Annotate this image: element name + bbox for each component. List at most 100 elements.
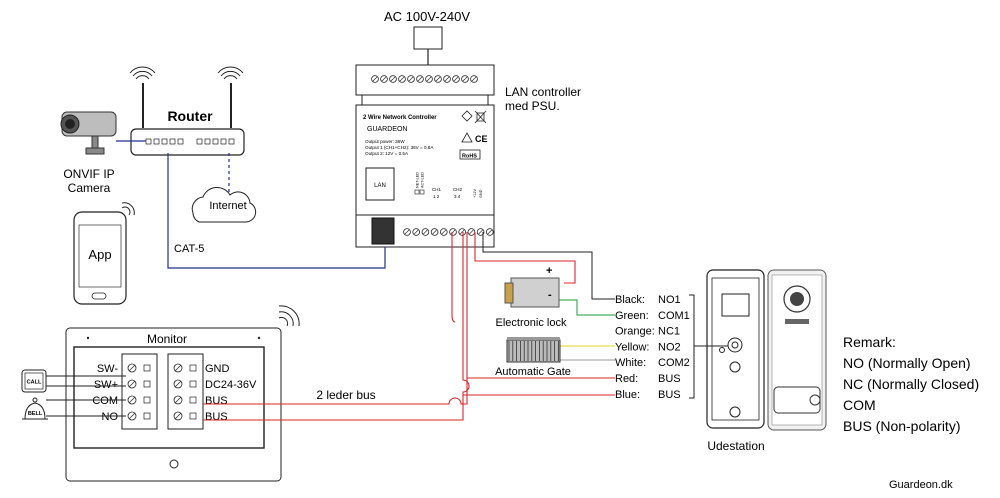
lock-plus: +: [546, 265, 552, 277]
ch1-label: CH1: [432, 187, 441, 192]
router-port: [220, 138, 227, 145]
router-port: [169, 138, 176, 145]
router-port: [212, 138, 219, 145]
remark-title: Remark:: [843, 334, 896, 350]
net-led-label: NET-LED: [416, 172, 420, 188]
wifi-signal-icon: [129, 66, 244, 80]
wifi-signal-icon: [278, 305, 300, 327]
controller-spec-2: Output 1 (CH1+CH2): 36V = 0.8A: [365, 145, 434, 150]
wire-color-label: Yellow:: [615, 341, 649, 353]
wire-color-label: Red:: [615, 373, 638, 385]
lan-port-label: LAN: [374, 183, 386, 189]
controller-brand: GUARDEON: [367, 126, 407, 133]
remark-box: Remark: NO (Normally Open) NC (Normally …: [843, 334, 979, 434]
wire-terminal-label: COM1: [658, 310, 690, 322]
remark-line: BUS (Non-polarity): [843, 418, 960, 434]
power-label: AC 100V-240V: [384, 9, 470, 24]
power-plug: [413, 26, 443, 50]
wire-color-label: Blue:: [615, 389, 640, 401]
wire-color-label: White:: [615, 357, 646, 369]
weee-bin-icon: [474, 110, 487, 124]
bell-icon: [22, 397, 48, 420]
monitor-terminal-label: DC24-36V: [205, 379, 257, 391]
remark-line: NC (Normally Closed): [843, 376, 979, 392]
controller-side-label-1: LAN controller: [505, 85, 581, 99]
cat5-label: CAT-5: [174, 243, 204, 255]
lock-label: Electronic lock: [496, 317, 567, 329]
certification-diamond-icon: [461, 110, 473, 122]
monitor-terminal-label: SW-: [97, 363, 119, 375]
router-port: [228, 138, 235, 145]
monitor-title: Monitor: [147, 332, 187, 346]
door-station-front: [767, 269, 827, 431]
warning-triangle-icon: [461, 132, 473, 143]
ch2-pins: 3 4: [454, 194, 461, 199]
monitor-terminal-label: SW+: [94, 379, 118, 391]
ce-mark: CE: [475, 134, 488, 144]
ch2-label: CH2: [453, 187, 462, 192]
door-station-label: Udestation: [707, 439, 764, 453]
ch1-pins: 1 2: [433, 194, 440, 199]
gate-label: Automatic Gate: [495, 366, 571, 378]
monitor-terminal-block-right: [167, 353, 204, 430]
monitor-terminal-block-left: [121, 353, 158, 430]
remark-line: NO (Normally Open): [843, 355, 971, 371]
wire-terminal-label: NO1: [658, 294, 681, 306]
bus-label: 2 leder bus: [316, 388, 375, 402]
controller-bottom-terminals: [403, 228, 494, 236]
monitor-terminal-label: GND: [205, 363, 230, 375]
camera-label-2: Camera: [68, 181, 111, 195]
wire-color-label: Green:: [615, 310, 649, 322]
wire-terminal-label: BUS: [658, 373, 681, 385]
controller-lan-port: [371, 217, 395, 245]
router-port: [145, 138, 152, 145]
router-port: [177, 138, 184, 145]
router-port: [196, 138, 203, 145]
network-cables: [116, 140, 386, 269]
wire-terminal-label: BUS: [658, 389, 681, 401]
bus-wires: [203, 232, 615, 421]
gnd-label: GND: [479, 189, 483, 198]
router-port: [204, 138, 211, 145]
wire-color-label: Orange:: [615, 326, 655, 338]
router-port: [161, 138, 168, 145]
router-ports: [145, 138, 235, 145]
monitor-terminals: SW- GND SW+ DC24-36V COM BUS NO BUS: [46, 363, 257, 423]
router-label: Router: [167, 108, 213, 124]
controller-spec-1: Output power: 36W: [365, 139, 405, 144]
wire-color-label: Black:: [615, 294, 645, 306]
wire-terminal-label: NC1: [658, 326, 680, 338]
controller-title: 2 Wire Network Controller: [363, 115, 437, 121]
rohs-mark: RoHS: [462, 154, 477, 160]
footer-brand: Guardeon.dk: [889, 479, 953, 491]
controller-spec-3: Output 2: 12V = 0.5A: [365, 151, 409, 156]
network-controller: 2 Wire Network Controller GUARDEON Outpu…: [355, 64, 495, 248]
wire-terminal-label: COM2: [658, 357, 690, 369]
electronic-lock-icon: [504, 277, 560, 308]
controller-top-terminals: [371, 75, 478, 83]
phone-icon: [73, 202, 135, 305]
lock-minus: -: [548, 289, 552, 301]
camera-icon: [60, 111, 117, 155]
wire-terminal-label: NO2: [658, 341, 681, 353]
call-button: CALL: [27, 380, 42, 386]
monitor-terminal-label: COM: [92, 395, 118, 407]
router-port: [153, 138, 160, 145]
controller-side-label-2: med PSU.: [505, 99, 560, 113]
monitor-terminal-label: BUS: [205, 411, 228, 423]
cloud-icon: [191, 186, 257, 223]
automatic-gate-icon: [506, 337, 561, 363]
plus12v-label: +12V: [473, 189, 477, 198]
bell-label: BELL: [28, 411, 43, 417]
door-station-diagram: [694, 269, 765, 429]
internet-label: Internet: [209, 200, 246, 212]
router: [130, 128, 245, 156]
act-led-label: ACT-LED: [421, 172, 425, 188]
camera-label-1: ONVIF IP: [63, 167, 114, 181]
remark-line: COM: [843, 397, 876, 413]
monitor-terminal-label: NO: [102, 411, 119, 423]
monitor-terminal-label: BUS: [205, 395, 228, 407]
app-label: App: [88, 247, 111, 262]
